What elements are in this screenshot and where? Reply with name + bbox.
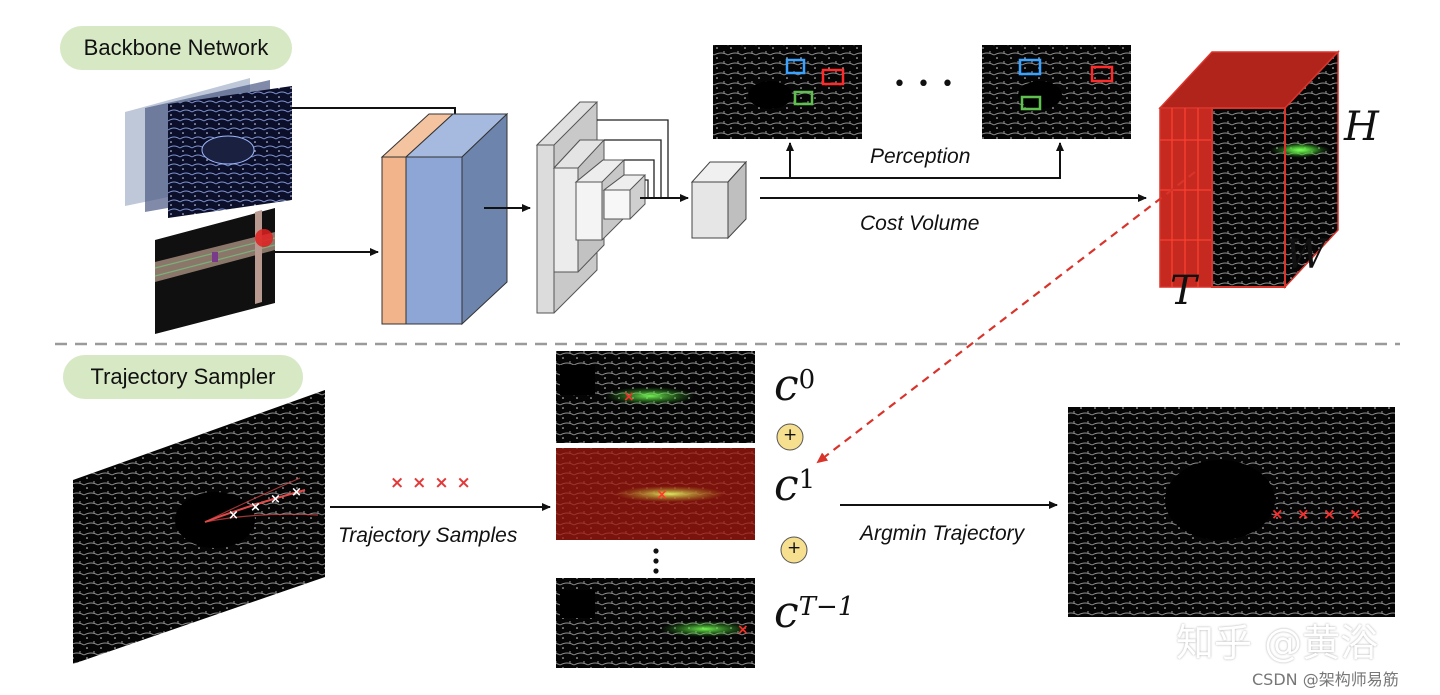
cost-map-1: × bbox=[556, 448, 755, 540]
section-title-sampler: Trajectory Sampler bbox=[90, 364, 276, 389]
horizontal-ellipsis: • • • bbox=[893, 72, 956, 97]
plus-2: + bbox=[787, 538, 802, 558]
svg-text:×: × bbox=[656, 487, 668, 503]
watermark-zhihu: 知乎 @黄浴 bbox=[1176, 621, 1379, 665]
svg-text:×: × bbox=[1271, 505, 1284, 523]
svg-text:×: × bbox=[737, 622, 749, 638]
cost-volume-box bbox=[1158, 50, 1340, 289]
svg-text:×: × bbox=[1297, 505, 1310, 523]
cost-label-clast: cT−1 bbox=[774, 587, 854, 638]
cost-label-c0-base: c bbox=[774, 360, 799, 411]
cost-label-c0-sup: 0 bbox=[798, 364, 816, 395]
perception-arrow bbox=[760, 142, 1064, 179]
cost-map-last: × bbox=[556, 578, 755, 668]
cost-map-0: × bbox=[556, 351, 755, 443]
argmin-trajectory-label: Argmin Trajectory bbox=[860, 522, 1025, 545]
axis-label-w: W bbox=[1285, 232, 1327, 278]
plus-1: + bbox=[783, 425, 798, 445]
cost-label-c1-base: c bbox=[774, 460, 799, 511]
section-title-backbone: Backbone Network bbox=[83, 35, 269, 60]
lidar-input-stack bbox=[125, 78, 292, 218]
perception-label: Perception bbox=[870, 145, 971, 168]
pyramid-skip-connections bbox=[597, 119, 669, 198]
cost-label-clast-base: c bbox=[774, 587, 799, 638]
trajectory-samples-label: Trajectory Samples bbox=[338, 524, 518, 547]
svg-text:×: × bbox=[228, 508, 239, 523]
svg-text:×: × bbox=[270, 492, 281, 507]
cost-volume-label: Cost Volume bbox=[860, 212, 980, 235]
svg-text:×: × bbox=[291, 485, 302, 500]
svg-text:×: × bbox=[623, 389, 635, 405]
sum-symbol-2 bbox=[780, 536, 808, 564]
svg-text:×: × bbox=[1323, 505, 1336, 523]
vertical-ellipsis bbox=[653, 548, 659, 574]
axis-label-h: H bbox=[1344, 104, 1379, 150]
cost-volume-to-c1-arrow bbox=[816, 171, 1196, 464]
section-pill-backbone: Backbone Network bbox=[60, 26, 292, 70]
watermark-csdn: CSDN @架构师易筋 bbox=[1252, 670, 1399, 689]
backbone-block bbox=[380, 112, 509, 326]
cost-label-c0: c0 bbox=[774, 360, 815, 411]
cost-label-c1-sup: 1 bbox=[798, 464, 816, 495]
cost-label-c1: c1 bbox=[774, 460, 815, 511]
sum-symbol-1 bbox=[776, 423, 804, 451]
output-trajectory-frame: × × × × bbox=[1068, 407, 1395, 617]
cost-label-clast-sup: T−1 bbox=[798, 591, 855, 622]
perception-frame-first bbox=[713, 45, 862, 139]
sampler-input-frame: × × × × bbox=[73, 390, 325, 664]
svg-text:×: × bbox=[1349, 505, 1362, 523]
head-cube bbox=[690, 160, 748, 240]
feature-pyramid bbox=[535, 101, 647, 314]
perception-frame-last bbox=[982, 45, 1131, 139]
axis-label-t: T bbox=[1170, 268, 1197, 314]
hd-map-input bbox=[154, 208, 276, 334]
sample-markers: × × × × bbox=[390, 473, 472, 493]
svg-text:×: × bbox=[250, 500, 261, 515]
section-pill-sampler: Trajectory Sampler bbox=[63, 355, 303, 399]
